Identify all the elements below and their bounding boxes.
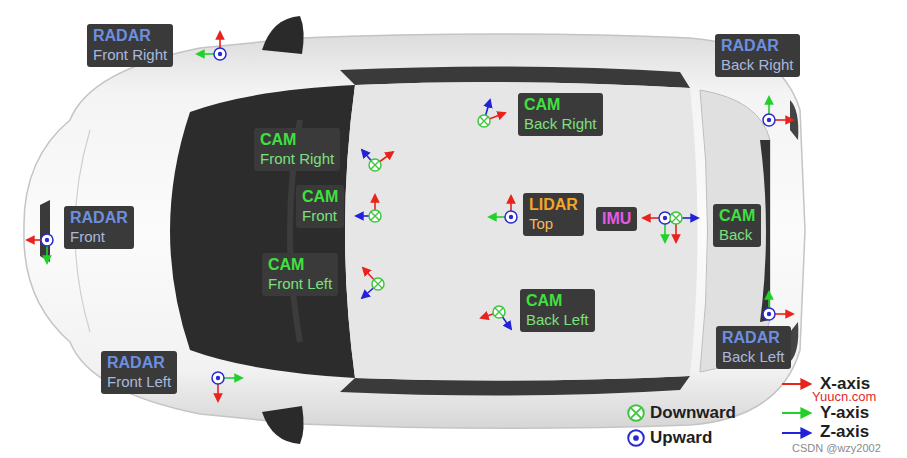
axes-cam-front-right: [362, 150, 393, 171]
sensor-label-box: RADARBack Left: [716, 326, 791, 369]
sensor-type: CAM: [268, 255, 332, 274]
sensor-label-box: LIDARTop: [523, 193, 584, 236]
sensor-type: RADAR: [107, 353, 171, 372]
sensor-label-box: CAMBack Right: [518, 93, 603, 136]
sensor-type: RADAR: [70, 208, 128, 227]
sensor-position: Back Right: [721, 55, 794, 74]
sensor-position: Front: [70, 227, 128, 246]
sensor-type: CAM: [526, 291, 589, 310]
axes-cam-front: [356, 195, 381, 222]
legend-text: X-axis: [820, 374, 870, 394]
sensor-position: Front: [302, 206, 338, 225]
sensor-type: RADAR: [722, 328, 785, 347]
sensor-position: Top: [529, 214, 578, 233]
axes-radar-front-left: [212, 372, 242, 401]
axes-cam-back-right: [478, 100, 505, 127]
sensor-label-box: RADARFront Right: [87, 24, 173, 67]
axes-lidar-top: [489, 196, 517, 223]
sensor-position: Front Left: [107, 372, 171, 391]
sensor-position: Back Left: [526, 310, 589, 329]
sensor-label-box: CAMFront Left: [262, 253, 338, 296]
sensor-label-box: CAMFront Right: [254, 128, 340, 171]
sensor-type: CAM: [719, 206, 755, 225]
sensor-type: LIDAR: [529, 195, 578, 214]
sensor-label-box: RADARBack Right: [715, 34, 800, 77]
watermark: CSDN @wzy2002: [792, 442, 881, 454]
sensor-label-box: CAMFront: [296, 185, 344, 228]
axes-radar-back-left: [763, 292, 793, 320]
sensor-type: RADAR: [93, 26, 167, 45]
axes-cam-front-left: [362, 268, 384, 298]
sensor-position: Back: [719, 225, 755, 244]
axes-radar-back-right: [763, 97, 793, 126]
sensor-type: CAM: [524, 95, 597, 114]
axes-cam-back-left: [481, 306, 511, 329]
sensor-position: Front Right: [260, 149, 334, 168]
axes-radar-front-right: [197, 32, 226, 60]
legend-text: Upward: [650, 428, 712, 448]
sensor-label-box: RADARFront: [64, 206, 134, 249]
axes-radar-front: [27, 234, 53, 263]
legend-text: Downward: [650, 403, 736, 423]
sensor-position: Back Left: [722, 347, 785, 366]
sensor-position: Front Right: [93, 45, 167, 64]
sensor-label-box: CAMBack Left: [520, 289, 595, 332]
axes-imu: [643, 212, 698, 242]
sensor-type: CAM: [260, 130, 334, 149]
sensor-label-box: RADARFront Left: [101, 351, 177, 394]
legend-text: Z-axis: [820, 422, 869, 442]
sensor-type: RADAR: [721, 36, 794, 55]
legend-text: Y-axis: [820, 403, 869, 423]
sensor-type: IMU: [602, 209, 631, 228]
sensor-position: Front Left: [268, 274, 332, 293]
sensor-position: Back Right: [524, 114, 597, 133]
sensor-type: CAM: [302, 187, 338, 206]
sensor-label-box: CAMBack: [713, 204, 761, 247]
sensor-label-box: IMU: [596, 207, 637, 231]
